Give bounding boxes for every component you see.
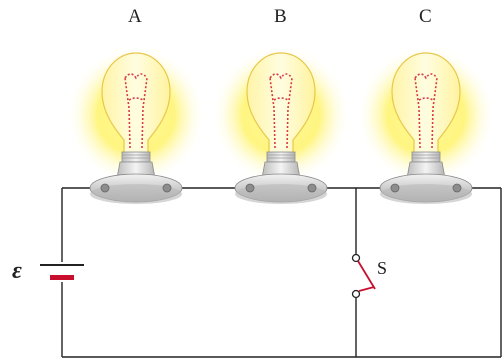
- battery-icon: [40, 264, 84, 280]
- circuit-wires: [61, 187, 502, 358]
- switch-label: S: [377, 258, 388, 278]
- bulb-c-icon: [355, 44, 497, 205]
- bulb-a-label: A: [128, 6, 142, 27]
- bulb-b-label: B: [274, 6, 287, 27]
- emf-label: ε: [12, 258, 22, 284]
- bulb-c-label: C: [419, 6, 432, 27]
- bulb-b-icon: [210, 44, 352, 205]
- switch-icon: [351, 253, 376, 299]
- bulb-a-icon: [65, 44, 207, 205]
